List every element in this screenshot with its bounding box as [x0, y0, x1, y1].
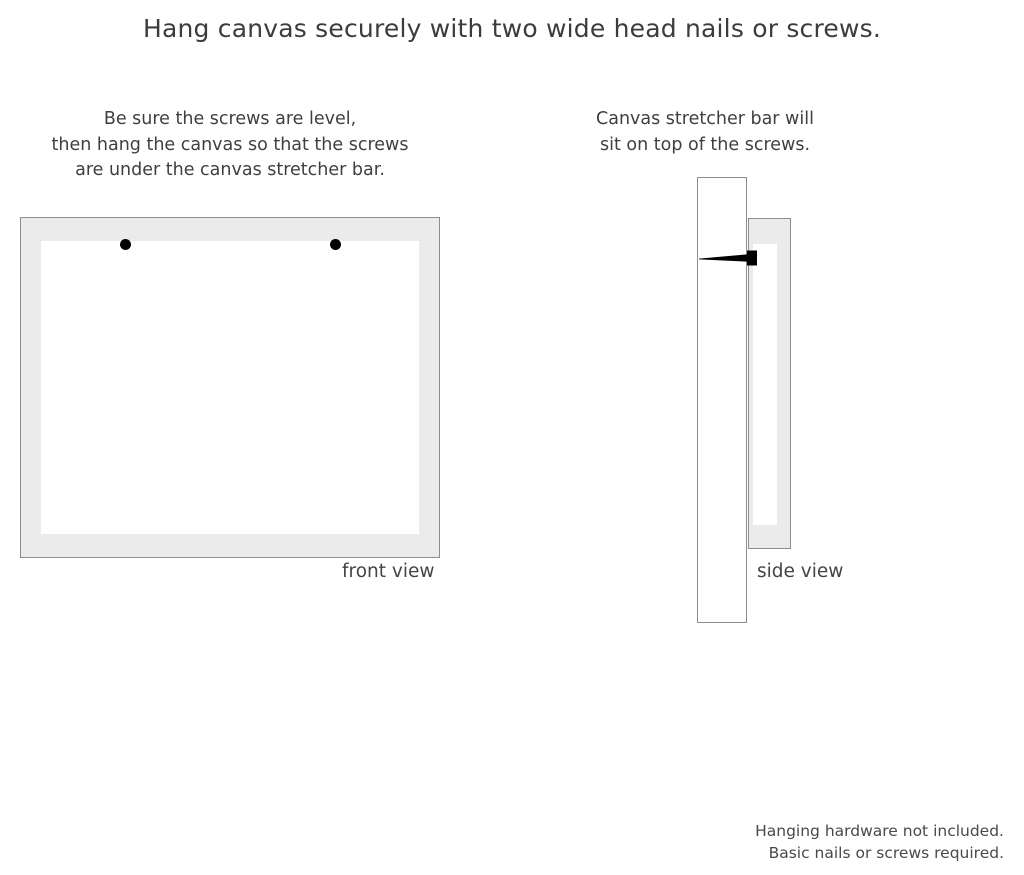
page-title: Hang canvas securely with two wide head … [142, 14, 882, 43]
canvas-face-front [41, 241, 419, 534]
footer-line-1: Hanging hardware not included. [755, 822, 1004, 840]
footer-disclaimer: Hanging hardware not included. Basic nai… [704, 820, 1004, 864]
wall-bar-side [697, 177, 747, 623]
screw-side-icon [699, 250, 757, 266]
right-screw-dot-icon [330, 239, 341, 250]
side-view-label: side view [757, 561, 844, 582]
left-screw-dot-icon [120, 239, 131, 250]
side-view-diagram [697, 177, 807, 624]
side-view-caption-line-2: sit on top of the screws. [599, 134, 811, 155]
front-view-diagram [20, 217, 440, 558]
side-view-caption-line-1: Canvas stretcher bar will [596, 109, 814, 129]
front-view-caption-line-3: are under the canvas stretcher bar. [75, 160, 385, 180]
front-view-caption: Be sure the screws are level, then hang … [20, 107, 440, 184]
side-view-caption: Canvas stretcher bar will sit on top of … [565, 107, 845, 158]
front-view-caption-line-1: Be sure the screws are level, [103, 109, 357, 129]
front-view-label: front view [342, 561, 435, 582]
canvas-stretcher-bar-side [748, 218, 791, 549]
footer-line-2: Basic nails or screws required. [768, 844, 1004, 862]
front-view-caption-line-2: then hang the canvas so that the screws [51, 134, 409, 155]
canvas-face-side [753, 244, 777, 525]
